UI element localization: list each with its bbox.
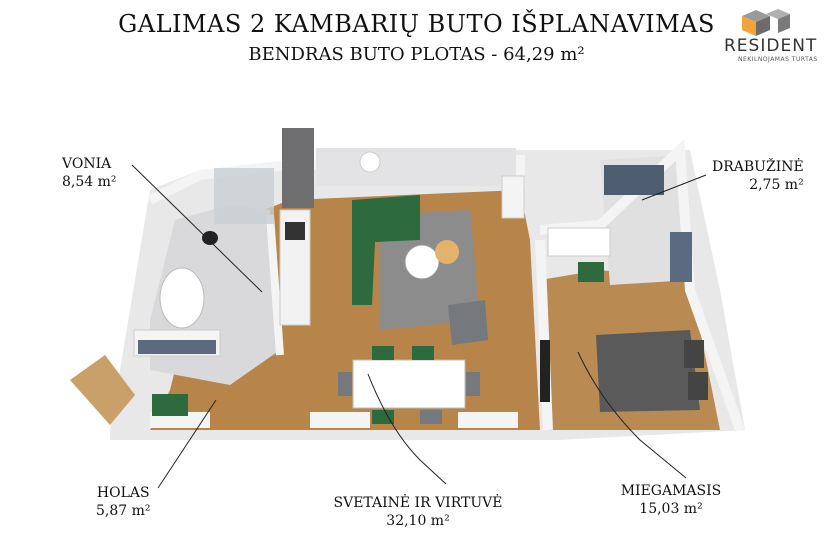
marble-wall [316,148,516,186]
resident-logo-icon [742,9,790,36]
logo-tagline: NEKILNOJAMAS TURTAS [738,56,818,63]
leader-line-drabuzine [641,174,707,201]
leader-line-vonia [131,164,263,293]
front-wall-2 [310,412,370,428]
dining-chair [372,346,394,360]
bathtub [159,267,205,329]
logo-wordmark: RESIDENT [724,36,818,56]
room-area: 2,75 m² [749,177,804,193]
bathroom-wall [266,214,284,356]
coffee-table [404,244,440,280]
room-name: SVETAINĖ IR VIRTUVĖ [333,495,503,511]
leader-line-miegamasis [577,351,687,479]
room-name: HOLAS [96,485,150,501]
fridge-column [282,128,314,208]
armchair [448,300,488,345]
sofa [352,195,420,305]
room-area: 5,87 m² [96,503,151,519]
bed [596,330,700,412]
page-title: GALIMAS 2 KAMBARIŲ BUTO IŠPLANAVIMAS [118,10,715,38]
dining-chair [372,410,394,424]
room-area: 32,10 m² [386,513,450,529]
page-subtitle: BENDRAS BUTO PLOTAS - 64,29 m² [248,44,585,65]
cooktop [285,222,305,240]
dining-chair [466,372,480,396]
room-area: 15,03 m² [639,501,703,517]
side-table [435,240,459,264]
hall-bench [152,394,188,416]
bed-pillow [688,372,708,400]
dining-chair [338,372,352,396]
room-label-holas: HOLAS 5,87 m² [96,484,151,520]
leader-line-holas [157,399,217,489]
entry-door [70,355,135,425]
leader-line-svetaine [367,373,447,485]
toilet [202,231,218,245]
dining-chair [420,410,442,424]
room-label-vonia: VONIA 8,54 m² [62,155,117,191]
bedroom-walls [539,139,745,432]
wardrobe-clothes [604,165,664,195]
room-name: MIEGAMASIS [620,483,722,499]
room-name: VONIA [62,156,112,172]
wardrobe-clothes [670,232,692,282]
room-label-miegamasis: MIEGAMASIS 15,03 m² [616,482,726,518]
hall-clothes [138,340,216,354]
shower-glass [214,168,274,224]
desk-chair [578,262,604,282]
room-area: 8,54 m² [62,174,117,190]
tv-stand [501,175,525,219]
room-name: DRABUŽINĖ [712,159,804,175]
dining-chair [412,346,434,360]
floor-lamp [359,151,381,173]
bed-pillow [684,340,704,368]
front-wall-3 [458,412,518,428]
dining-table [352,359,466,409]
room-label-svetaine: SVETAINĖ IR VIRTUVĖ 32,10 m² [328,494,508,530]
desk [547,227,611,257]
bedroom-tv [540,340,550,402]
room-label-drabuzine: DRABUŽINĖ 2,75 m² [712,158,804,194]
